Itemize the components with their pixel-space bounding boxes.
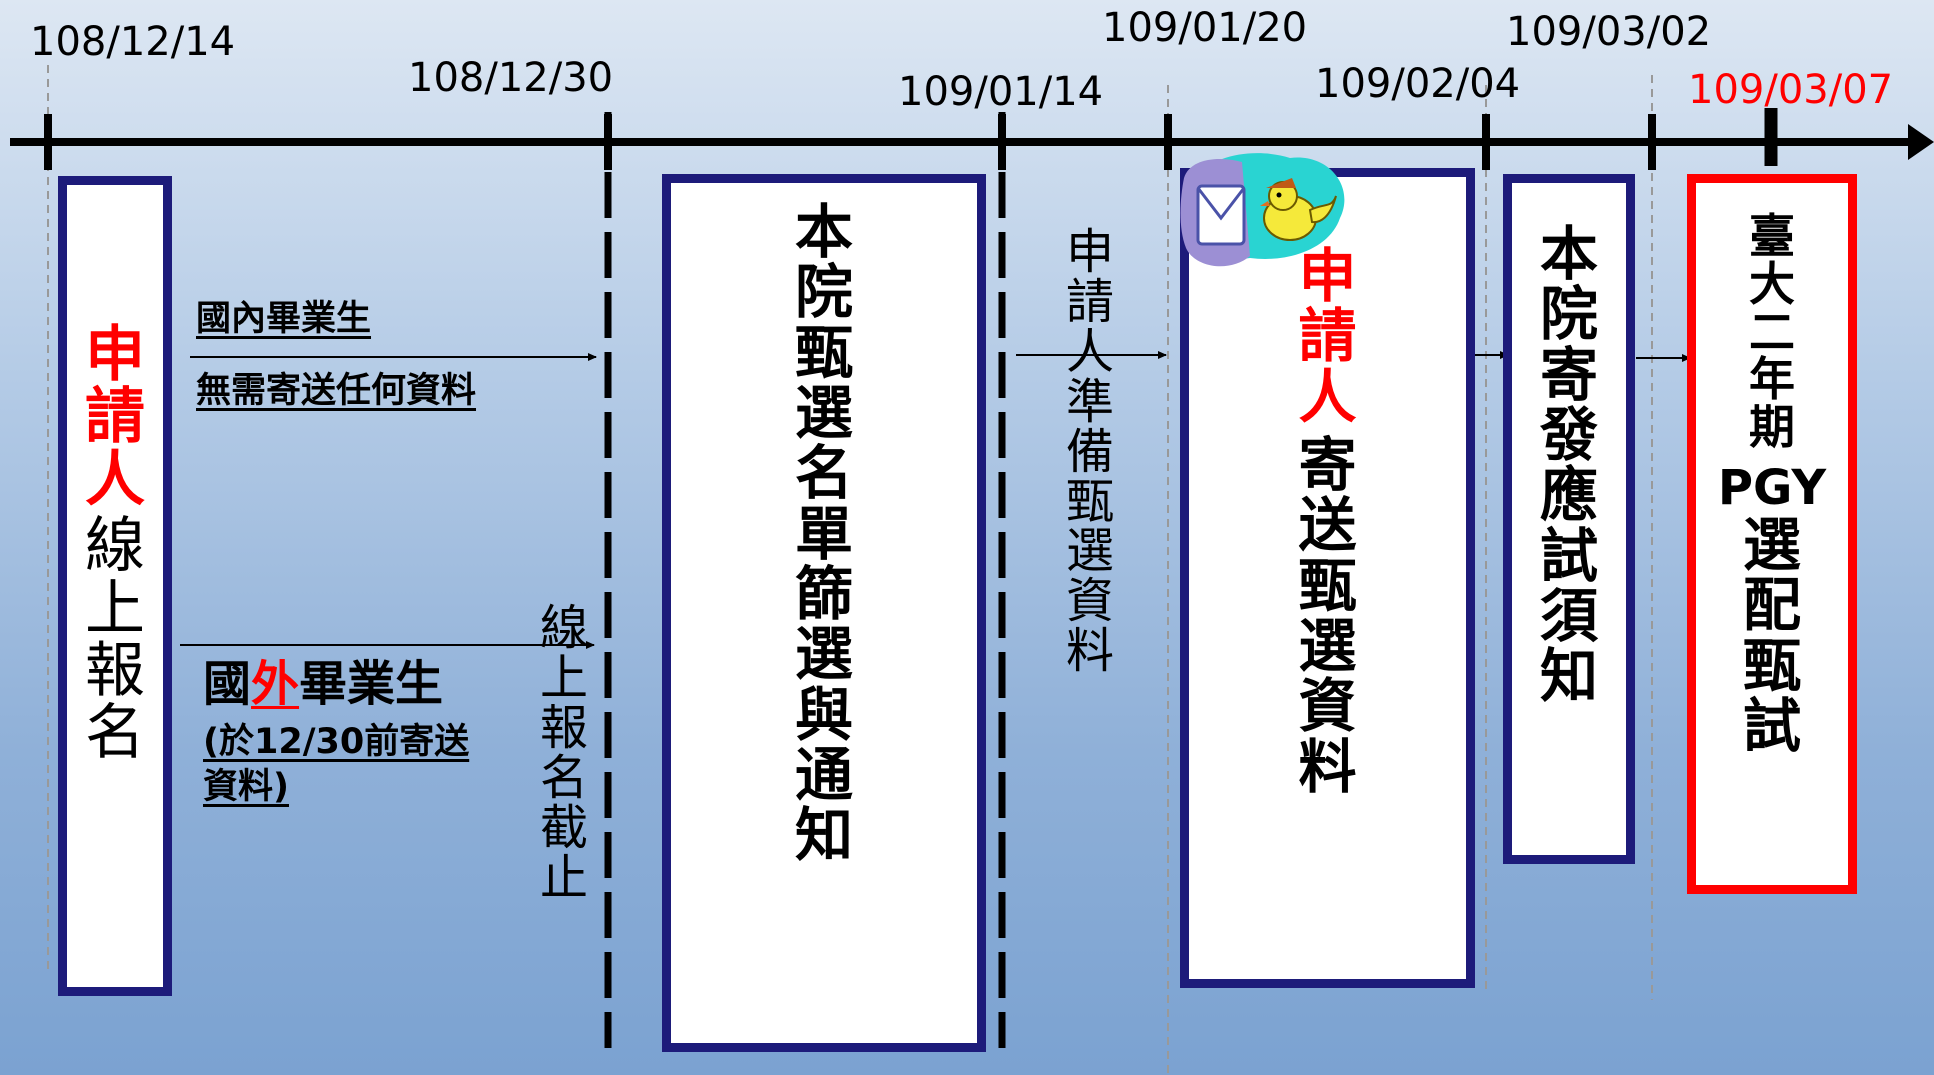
mail-bird-icon	[1180, 153, 1345, 267]
date-label: 109/03/02	[1506, 9, 1712, 55]
applicant-label: 申請人	[85, 320, 145, 515]
send-materials-label: 寄送甄選資料	[1298, 430, 1357, 801]
foreign-graduates: 國外畢業生	[203, 656, 444, 712]
applicant-label: 申請人	[1298, 242, 1357, 431]
date-label: 109/01/20	[1102, 5, 1308, 51]
registration-label: 線上報名	[85, 511, 145, 769]
screening-label: 本院甄選名單篩選與通知	[794, 198, 853, 870]
date-label-highlight: 109/03/07	[1688, 67, 1894, 113]
domestic-graduates: 國內畢業生	[196, 299, 372, 339]
exam-notice-label: 本院寄發應試須知	[1539, 220, 1598, 711]
step-send-materials: 申請人 寄送甄選資料	[1180, 168, 1475, 988]
step-screening-notification: 本院甄選名單篩選與通知	[662, 174, 986, 1052]
step-exam-notice: 本院寄發應試須知	[1503, 174, 1635, 864]
domestic-note: 無需寄送任何資料	[196, 371, 477, 411]
foreign-note: 資料)	[203, 767, 289, 807]
pgy-label: PGY	[1717, 460, 1827, 517]
timeline-ticks	[44, 108, 1778, 170]
step-online-registration: 申請人 線上報名	[58, 176, 172, 996]
guide-lines	[47, 65, 1653, 1075]
timeline-arrowhead	[1908, 124, 1934, 160]
flow-arrows	[180, 351, 1691, 649]
pgy-program-label: 臺大二年期	[1749, 209, 1795, 455]
matching-exam-label: 選配甄試	[1742, 511, 1801, 761]
foreign-note: (於12/30前寄送	[203, 722, 470, 762]
step-pgy-matching-exam: 臺大二年期 PGY 選配甄試	[1687, 174, 1857, 894]
date-label: 109/02/04	[1315, 61, 1521, 107]
date-label: 108/12/30	[408, 55, 614, 101]
registration-deadline: 線上報名截止	[540, 600, 589, 906]
date-label: 108/12/14	[30, 19, 236, 65]
phase-separators	[604, 112, 1006, 1048]
date-label: 109/01/14	[898, 69, 1104, 115]
prepare-materials: 申請人準備甄選資料	[1066, 224, 1115, 680]
